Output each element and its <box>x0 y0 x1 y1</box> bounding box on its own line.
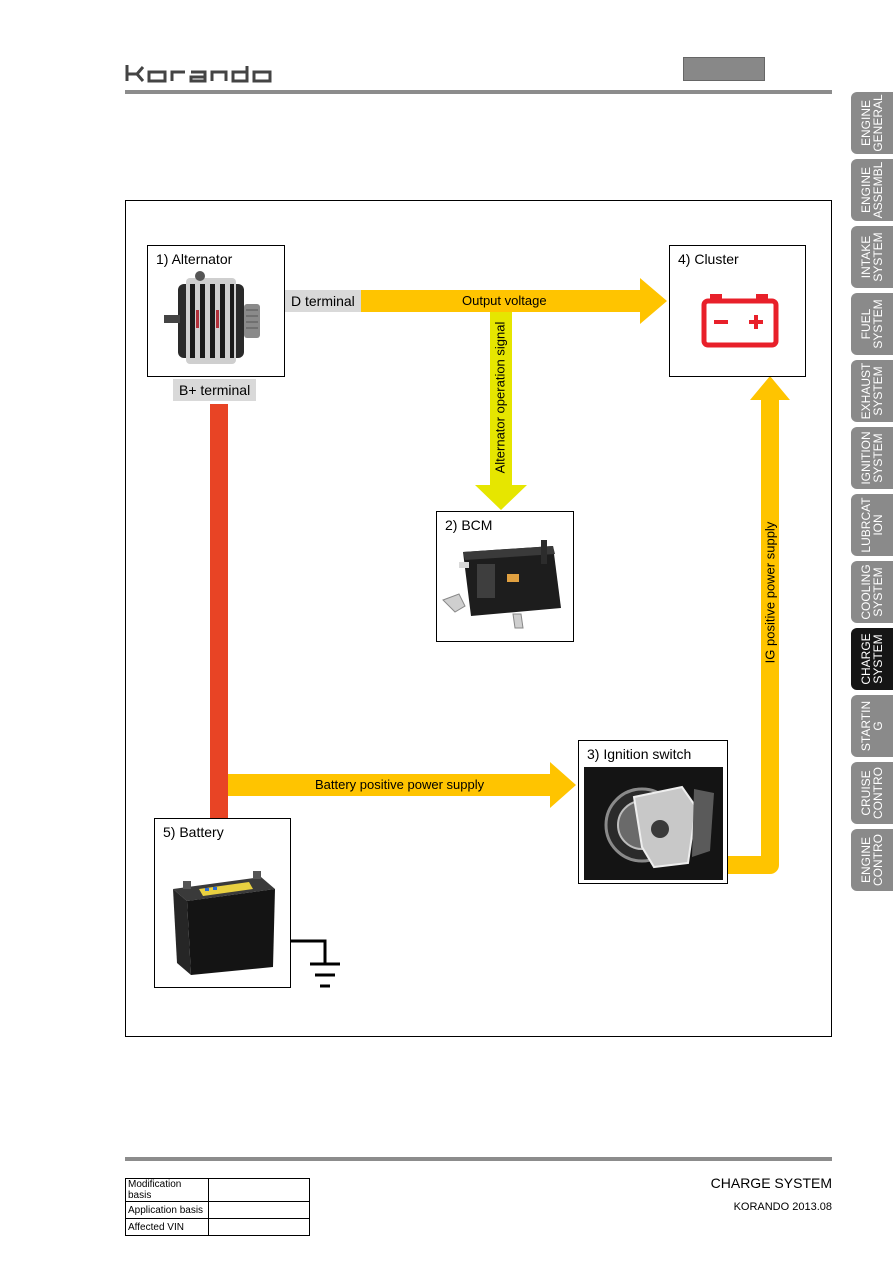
battery-supply-arrow <box>228 762 576 808</box>
output-voltage-label: Output voltage <box>462 293 547 308</box>
tab-cruise-control[interactable]: CRUISE CONTRO <box>851 762 893 824</box>
tab-cooling-system[interactable]: COOLING SYSTEM <box>851 561 893 623</box>
table-row: Modification basis <box>125 1178 310 1202</box>
cluster-box: 4) Cluster <box>669 245 806 377</box>
battery-title: 5) Battery <box>163 824 224 840</box>
tab-fuel-system[interactable]: FUEL SYSTEM <box>851 293 893 355</box>
b-terminal-tag: B+ terminal <box>173 379 257 401</box>
output-voltage-arrow <box>360 278 667 324</box>
ig-supply-label: IG positive power supply <box>762 521 778 664</box>
cluster-title: 4) Cluster <box>678 251 739 267</box>
diagram-frame <box>125 200 832 1037</box>
table-row: Application basis <box>125 1201 310 1219</box>
alternator-box: 1) Alternator <box>147 245 285 377</box>
tab-starting[interactable]: STARTIN G <box>851 695 893 757</box>
page-subtitle: KORANDO 2013.08 <box>733 1201 832 1213</box>
bcm-image <box>442 540 561 629</box>
ignition-switch-box: 3) Ignition switch <box>578 740 728 884</box>
alternator-signal-label: Alternator operation signal <box>492 321 508 474</box>
bcm-title: 2) BCM <box>445 517 493 533</box>
footer-rule <box>125 1157 832 1161</box>
battery-warning-icon <box>701 294 779 348</box>
alternator-signal-arrow <box>475 312 527 510</box>
tab-lubrication[interactable]: LUBRCAT ION <box>851 494 893 556</box>
tab-engine-assembly[interactable]: ENGINE ASSEMBL <box>851 159 893 221</box>
d-terminal-tag: D terminal <box>285 290 361 312</box>
ig-supply-arrowhead <box>750 376 790 400</box>
ground-icon <box>291 939 340 988</box>
ig-supply-line <box>727 400 779 874</box>
battery-line <box>210 404 228 820</box>
alternator-title: 1) Alternator <box>156 251 233 267</box>
table-row: Affected VIN <box>125 1218 310 1236</box>
tab-engine-control[interactable]: ENGINE CONTRO <box>851 829 893 891</box>
tab-engine-general[interactable]: ENGINE GENERAL <box>851 92 893 154</box>
battery-box: 5) Battery <box>154 818 291 988</box>
tab-intake-system[interactable]: INTAKE SYSTEM <box>851 226 893 288</box>
ignition-switch-title: 3) Ignition switch <box>587 746 692 762</box>
bcm-box: 2) BCM <box>436 511 574 642</box>
battery-image <box>173 871 275 975</box>
battery-supply-label: Battery positive power supply <box>315 777 485 792</box>
ignition-switch-image <box>584 767 723 880</box>
tab-charge-system[interactable]: CHARGE SYSTEM <box>851 628 893 690</box>
korando-logo <box>125 65 272 83</box>
tab-exhaust-system[interactable]: EXHAUST SYSTEM <box>851 360 893 422</box>
modification-table: Modification basis Application basis Aff… <box>125 1178 310 1236</box>
tab-ignition-system[interactable]: IGNITION SYSTEM <box>851 427 893 489</box>
alternator-image <box>164 271 260 364</box>
header-marker <box>683 57 765 81</box>
header-rule <box>125 90 832 94</box>
page-title: CHARGE SYSTEM <box>710 1175 832 1191</box>
